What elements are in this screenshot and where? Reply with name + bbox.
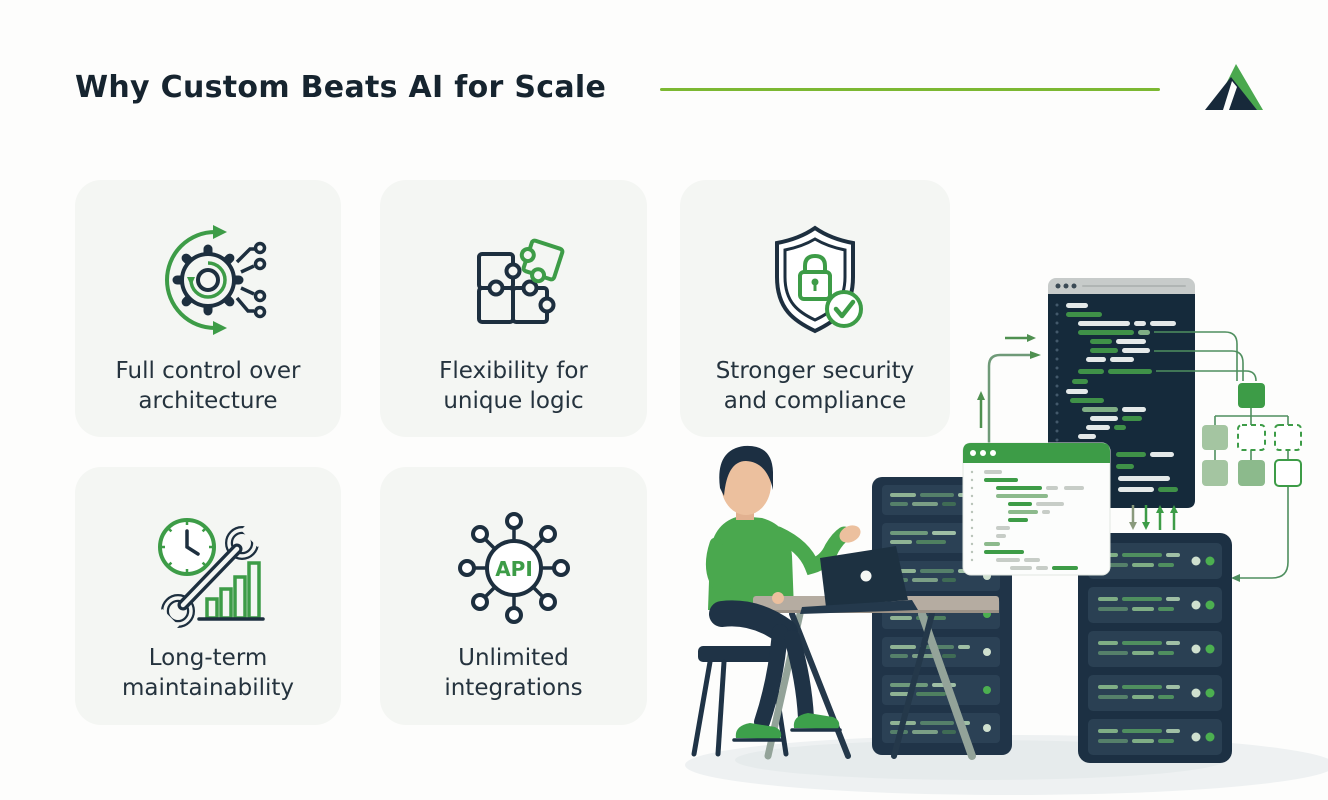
code-to-flowchart-connectors [1154,331,1257,382]
card-label-full-control: Full control over architecture [115,358,301,414]
title-divider-line [660,88,1160,91]
data-flow-arrows-left [979,336,1030,443]
flowchart-nodes [1202,383,1302,582]
card-label-flexibility: Flexibility for unique logic [439,358,588,414]
illustration-developer-scene [685,278,1328,795]
arrow-head [1027,334,1036,342]
puzzle-pieces-icon [449,214,579,348]
clock-wrench-chart-icon [143,501,273,635]
page-title: Why Custom Beats AI for Scale [75,70,607,105]
card-label-security: Stronger security and compliance [715,358,915,414]
server-rack-right [1078,533,1232,763]
shoe [735,723,782,739]
hair [719,445,773,496]
feature-card-flexibility: Flexibility for unique logic [380,180,647,437]
feature-card-security: Stronger security and compliance [680,180,950,437]
mountain-peak-logo-icon [1205,64,1263,110]
laptop [772,546,918,614]
feature-card-maintainability: Long-term maintainability [75,467,341,725]
arrow-head [1030,351,1041,359]
flowchart-root-node [1238,383,1265,408]
card-label-maintainability: Long-term maintainability [121,645,295,701]
api-text: API [495,557,533,581]
gear-circuit-icon [143,214,273,348]
card-label-integrations: Unlimited integrations [444,645,583,701]
feature-card-full-control: Full control over architecture [75,180,341,437]
shoe [793,713,840,729]
code-window-light [962,442,1111,576]
arrow-head [977,391,985,400]
open-hand [839,525,861,543]
sync-arrows [1129,505,1178,530]
api-hub-icon: API [449,501,579,635]
feature-card-integrations: API Unlimited integrations [380,467,647,725]
developer-legs [709,600,842,742]
typing-hand [772,592,784,604]
shield-lock-check-icon [750,214,880,348]
head [721,453,771,515]
